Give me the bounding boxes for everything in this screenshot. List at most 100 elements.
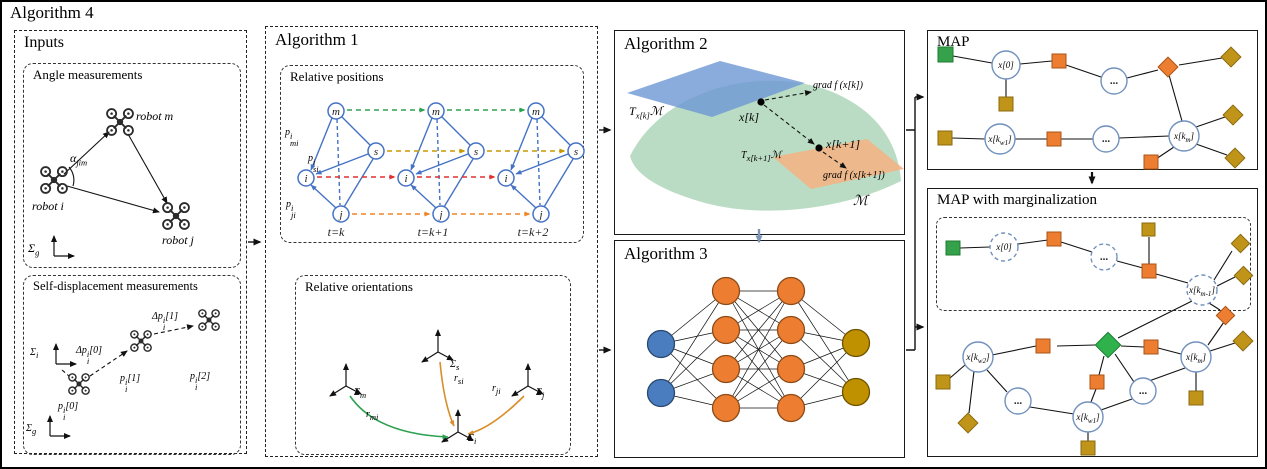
label-map-xkw1: x[kw1] (988, 134, 1012, 147)
panel-map-marginalization: MAP with marginalization (927, 188, 1258, 457)
mustard-diamond-factor2 (1222, 104, 1244, 126)
dots3-label: ... (1139, 385, 1148, 397)
marg-variables (962, 232, 1218, 433)
graph-edges (310, 116, 574, 209)
drone-robot-j-icon (162, 202, 190, 230)
marg-factors (935, 222, 1254, 456)
label-sigma-i: Σi (30, 347, 39, 360)
panel-algorithm1: Algorithm 1 Relative positions (265, 26, 598, 457)
relative-positions-figure: m s i j m s i j m s i j t=k (297, 102, 585, 239)
marg-orange-square3 (1035, 338, 1051, 354)
mustard-square-factor (998, 96, 1014, 112)
drone-robot-m-icon (106, 108, 134, 136)
odometry-factor-orange-square (1051, 53, 1067, 69)
angle-arc (68, 166, 75, 187)
manifold-figure (627, 61, 904, 211)
rotation-curves (349, 361, 525, 440)
self-displacement-box: Self-displacement measurements (23, 275, 241, 455)
gradient-arrows (763, 90, 847, 169)
dots4-label: ... (1014, 395, 1023, 407)
marg-orange-square1 (1046, 231, 1062, 247)
label-tangent-k: Tx[k]ℳ (629, 104, 663, 121)
marg-mustard-square2 (935, 374, 951, 390)
map-factors (937, 46, 1246, 170)
label-manifold: ℳ (853, 194, 868, 209)
sigma-i-frame-icon (53, 343, 77, 367)
time-transition-arrows (317, 107, 566, 217)
var-xkm1-dashed (1186, 274, 1218, 306)
panel-algorithm2: Algorithm 2 Tx[k]ℳ Tx[k+1]ℳ x[k] x[k+1] … (614, 30, 905, 235)
node-m-t0: m (332, 106, 340, 118)
dots1-label: ... (1110, 75, 1119, 87)
label-sigma-g2: Σg (26, 423, 37, 436)
marg-dots-text: ... ... ... (1014, 251, 1148, 407)
var-xkw2 (962, 341, 994, 373)
marg-green-diamond-hub (1094, 331, 1122, 359)
marg-mustard-diamond1 (1230, 233, 1251, 254)
algorithm1-title: Algorithm 1 (275, 30, 359, 49)
mustard-diamond-factor (1220, 46, 1242, 68)
tangent-plane-k (627, 61, 805, 117)
var-dots4 (1004, 387, 1032, 415)
marg-mustard-diamond2 (1233, 265, 1254, 286)
marg-mustard-square3 (1080, 440, 1096, 456)
label-robot-m: robot m (136, 109, 174, 123)
point-xk1 (815, 144, 823, 152)
node-j-t2: j (537, 209, 542, 221)
label-grad-k: grad f (x[k]) (813, 80, 863, 91)
sigma-g-frame-icon (51, 235, 75, 259)
marg-orange-diamond (1215, 305, 1236, 326)
drone-p0-icon (68, 373, 90, 395)
prior-factor-green-square (937, 46, 954, 63)
label-map-x0: x[0] (998, 60, 1014, 70)
var-dots3 (1129, 377, 1157, 405)
label-robot-j: robot j (162, 233, 194, 247)
label-robot-i: robot i (32, 199, 64, 213)
relative-positions-box: Relative positions (280, 65, 585, 243)
displacement-arrows (61, 324, 194, 377)
marg-mustard-square1 (1141, 222, 1156, 237)
relative-positions-title: Relative positions (290, 69, 384, 84)
angle-measurements-figure (40, 108, 190, 259)
node-m-t1: m (432, 106, 440, 118)
panel-map: MAP (927, 30, 1258, 170)
node-j-t1: j (437, 209, 442, 221)
label-grad-k1: grad f (x[k+1]) (823, 170, 885, 181)
marg-orange-square4 (1143, 339, 1159, 355)
algorithm3-title: Algorithm 3 (624, 244, 708, 263)
map-variables (984, 50, 1200, 155)
node-i-t1: i (404, 173, 407, 185)
nn-input-layer (646, 329, 676, 408)
drone-p1-icon (130, 330, 152, 352)
label-marg-x0: x[0] (996, 242, 1012, 252)
marg-title: MAP with marginalization (937, 192, 1097, 208)
junction-lines (906, 97, 916, 351)
relative-orientations-title: Relative orientations (305, 279, 413, 294)
dots2-label: ... (1102, 133, 1111, 145)
label-alpha-jim: αjim (70, 151, 88, 168)
marg-edges (949, 237, 1236, 441)
label-r-mi: rmi (366, 409, 379, 422)
map-edges (951, 55, 1228, 160)
var-dots2 (1092, 125, 1120, 153)
label-marg-xkw1: x[kw1] (1076, 412, 1100, 425)
panel-inputs: Inputs Angle measurements (14, 30, 247, 455)
nn-hidden-layers (711, 276, 806, 423)
diagram-title: Algorithm 4 (10, 3, 94, 22)
nn-output-layer (841, 328, 871, 407)
angle-measurements-title: Angle measurements (33, 67, 143, 82)
var-xkm2 (1180, 341, 1212, 373)
dotsA-label: ... (1100, 251, 1109, 263)
node-i-t2: i (504, 173, 507, 185)
panel-algorithm3: Algorithm 3 (614, 240, 905, 458)
var-xkw1-2 (1072, 401, 1104, 433)
point-xk (757, 98, 765, 106)
